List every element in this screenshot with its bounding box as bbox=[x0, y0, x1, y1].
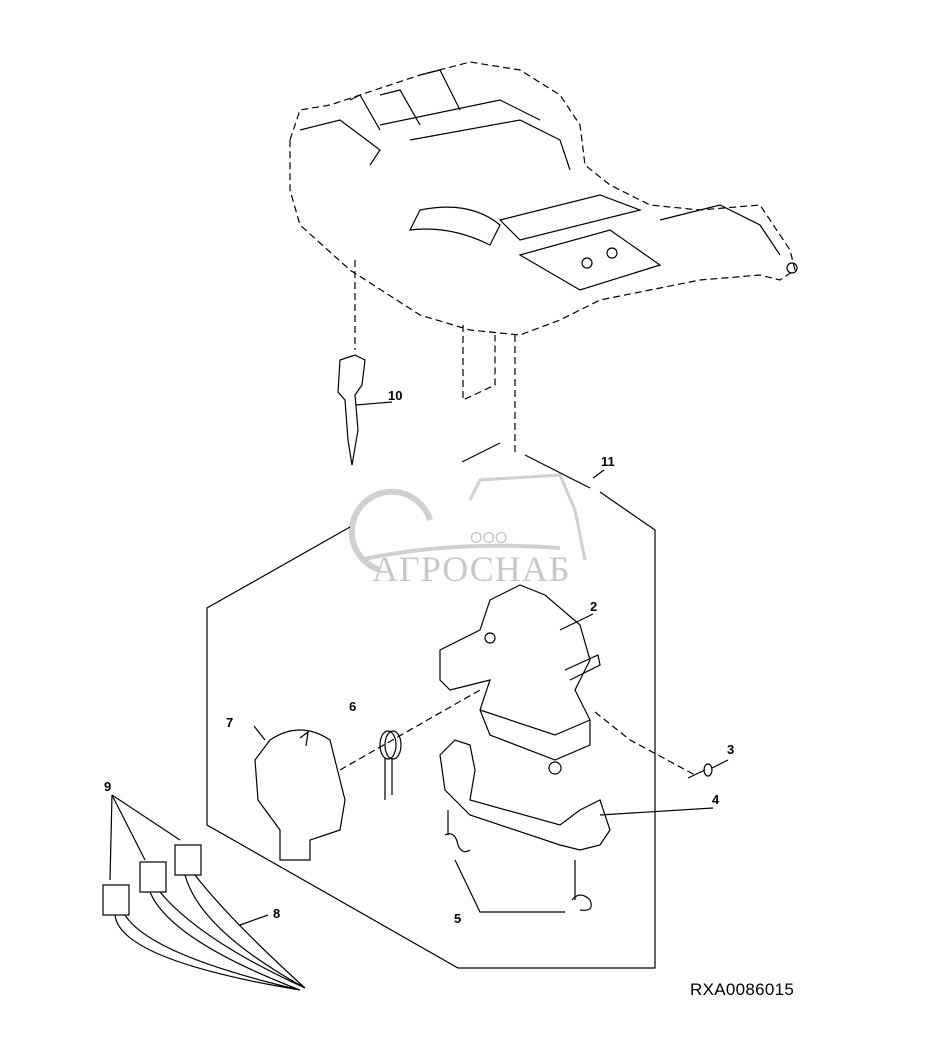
callout-6: 6 bbox=[349, 699, 357, 714]
harness-part bbox=[102, 794, 306, 991]
housing-part bbox=[439, 584, 601, 775]
bracket-part bbox=[439, 739, 714, 851]
spring-clip-part bbox=[379, 730, 402, 800]
watermark-name: АГРОСНАБ bbox=[372, 549, 571, 589]
callout-4: 4 bbox=[712, 792, 720, 807]
assembly-outline bbox=[206, 442, 656, 969]
watermark-prefix: ООО bbox=[470, 530, 508, 547]
springs-part bbox=[444, 810, 592, 913]
assembly-line bbox=[339, 689, 481, 771]
callout-5: 5 bbox=[454, 911, 462, 926]
callout-9: 9 bbox=[104, 779, 112, 794]
callout-2: 2 bbox=[590, 599, 598, 614]
assembly-line-screw bbox=[594, 711, 696, 776]
callout-10: 10 bbox=[388, 388, 403, 403]
cover-part bbox=[253, 725, 346, 861]
callout-3: 3 bbox=[727, 742, 735, 757]
drawing-code: RXA0086015 bbox=[690, 980, 795, 999]
callout-7: 7 bbox=[226, 715, 234, 730]
console-housing bbox=[289, 61, 796, 455]
console-details bbox=[299, 69, 798, 291]
callout-8: 8 bbox=[273, 906, 281, 921]
lever-part bbox=[337, 354, 393, 466]
screw-part bbox=[687, 759, 729, 779]
watermark-logo bbox=[348, 473, 587, 573]
callout-11: 11 bbox=[601, 454, 615, 469]
